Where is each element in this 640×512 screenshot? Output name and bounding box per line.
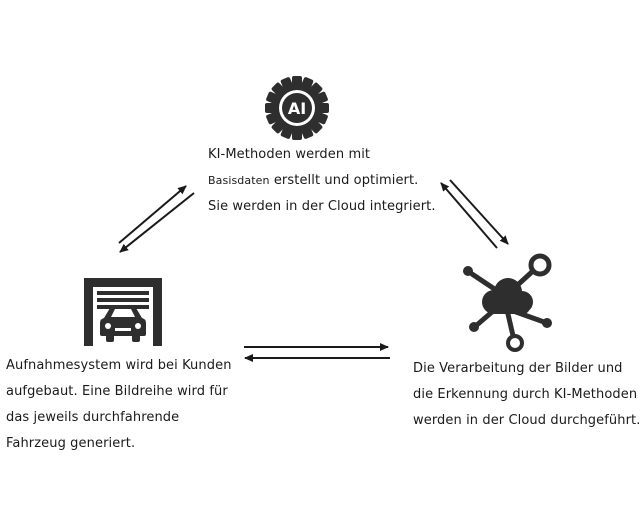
arrow-to-ai-from-cloud: [440, 182, 498, 249]
ai-icon-label: AI: [288, 99, 306, 118]
cloud-network-icon: [458, 252, 558, 352]
ai-capture-arrows: [118, 185, 195, 253]
capture-caption-line: Fahrzeug generiert.: [6, 436, 136, 451]
arrow-to-capture: [119, 192, 195, 253]
capture-caption-line: Aufnahmesystem wird bei Kunden: [6, 358, 232, 373]
capture-cloud-arrows: [244, 343, 390, 362]
ai-cloud-arrows: [440, 179, 509, 249]
capture-caption: Aufnahmesystem wird bei Kunden aufgebaut…: [6, 353, 232, 457]
garage-car-icon: [84, 278, 162, 346]
ai-caption-line: KI-Methoden werden mit: [208, 147, 371, 162]
cloud-caption-line: werden in der Cloud durchgeführt.: [413, 413, 640, 428]
cloud-caption-line: Die Verarbeitung der Bilder und: [413, 361, 623, 376]
ai-caption: KI-Methoden werden mit Basisdaten erstel…: [208, 142, 436, 220]
capture-caption-line: aufgebaut. Eine Bildreihe wird für: [6, 384, 228, 399]
ai-caption-line: Basisdaten erstellt und optimiert.: [208, 173, 419, 188]
ai-caption-line: Sie werden in der Cloud integriert.: [208, 199, 436, 214]
cloud-caption-line: die Erkennung durch KI-Methoden: [413, 387, 638, 402]
arrow-to-cloud: [449, 179, 509, 245]
arrow-to-ai: [118, 185, 187, 244]
ai-chip-icon: AI: [264, 75, 330, 141]
cloud-caption: Die Verarbeitung der Bilder und die Erke…: [413, 356, 640, 434]
capture-caption-line: das jeweils durchfahrende: [6, 410, 180, 425]
